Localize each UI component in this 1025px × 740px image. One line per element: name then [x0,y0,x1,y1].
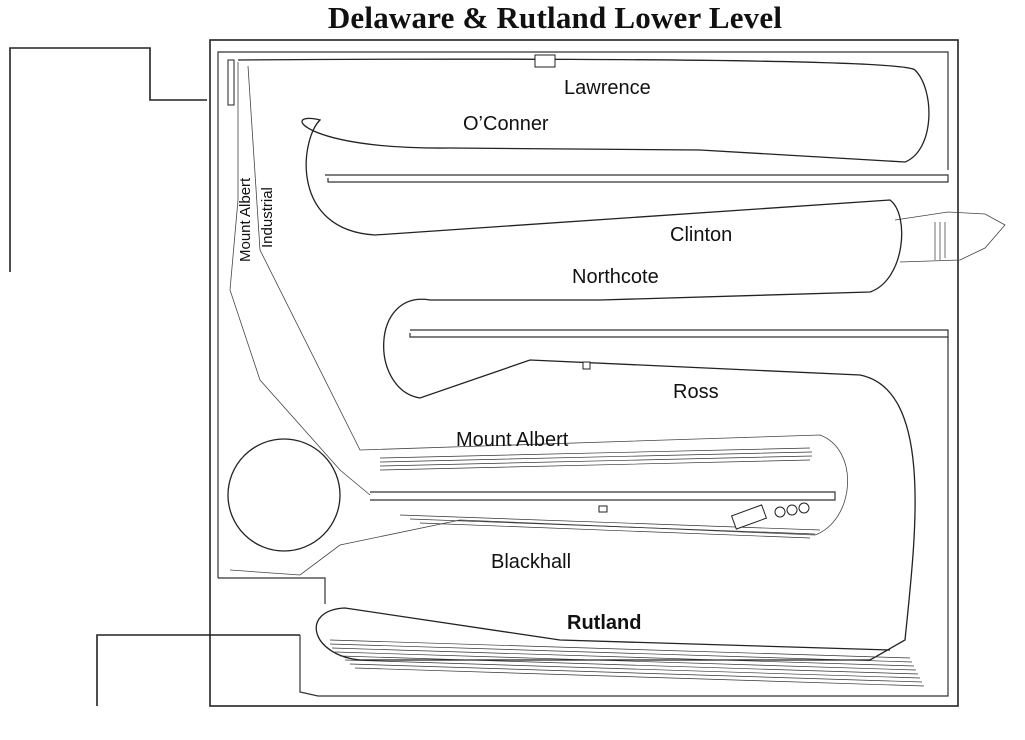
label-mount-albert-vertical: Mount Albert [237,177,254,262]
label-mount-albert: Mount Albert [456,429,569,451]
aisle-divider-lower [370,491,836,501]
aisle-divider-middle [409,329,949,338]
building-ross [582,361,591,370]
bridge-top [534,54,556,68]
turnaround-loop [227,438,341,552]
label-industrial-vertical: Industrial [259,187,276,248]
industrial-spur [227,59,235,106]
label-ross: Ross [673,381,719,403]
tank-3 [798,502,810,514]
aisle-divider-upper [325,174,949,183]
label-blackhall: Blackhall [491,551,572,573]
clinton-extension [894,211,1006,263]
label-lawrence: Lawrence [564,77,651,99]
label-rutland: Rutland [567,612,642,634]
main-line-inner [229,65,849,576]
building-blackhall-1 [730,504,768,530]
tank-1 [774,506,786,518]
benchwork-left-lower [218,577,326,604]
diagram-title: Delaware & Rutland Lower Level [327,0,783,35]
benchwork-inner-left [217,51,949,578]
label-northcote: Northcote [572,266,659,288]
room-wall-upper-left [9,47,207,272]
room-wall-lower-left [96,634,300,706]
building-blackhall-2 [598,505,608,513]
main-line-outer [237,58,930,661]
label-oconner: O’Conner [463,113,549,135]
label-clinton: Clinton [670,224,733,246]
benchwork-right-column [299,337,949,697]
benchwork-outer [209,39,959,707]
tank-2 [786,504,798,516]
